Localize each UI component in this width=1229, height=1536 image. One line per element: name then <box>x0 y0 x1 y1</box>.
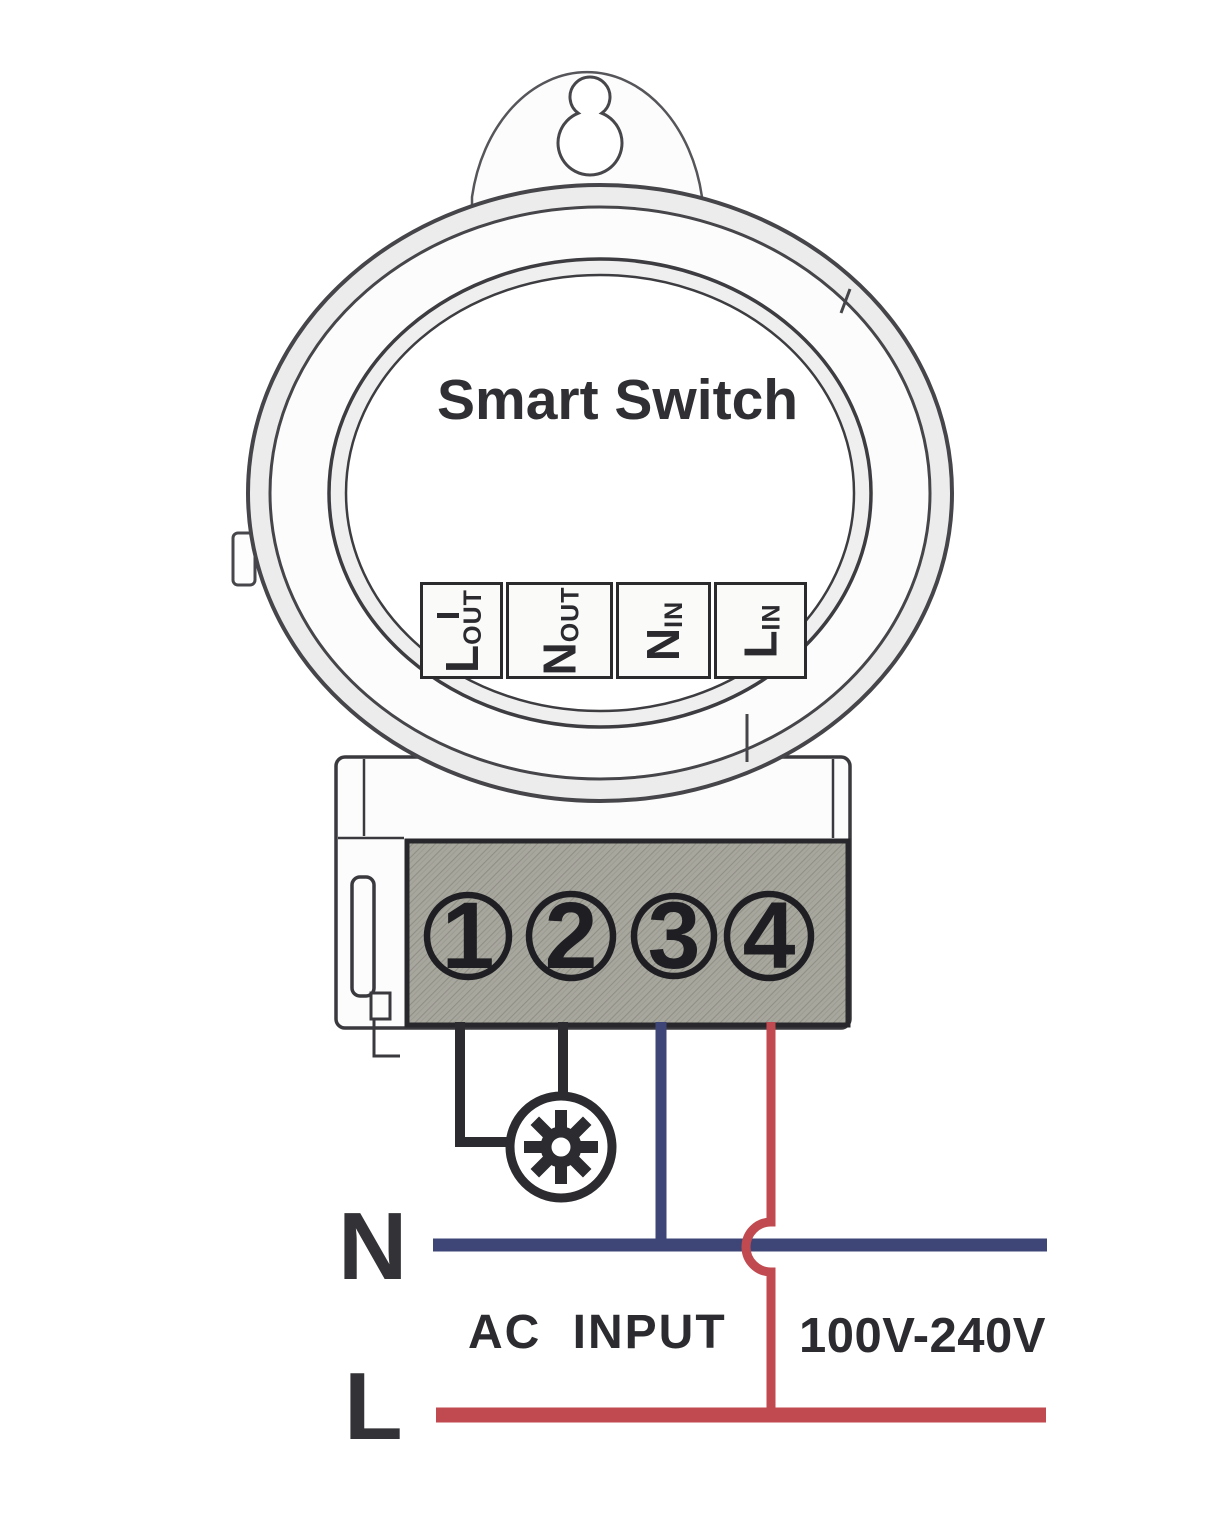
screw-terminal-circle-1 <box>423 891 513 981</box>
base-clip <box>350 875 376 998</box>
terminal-main-letter: L <box>734 629 787 659</box>
screw-terminal-circle-2 <box>525 890 617 982</box>
terminal-overline-mark <box>437 613 459 618</box>
screw-number-4: 4 <box>742 882 796 989</box>
terminal-sub-letters: IN <box>660 600 689 628</box>
screw-number-2: 2 <box>544 882 598 989</box>
lamp-icon <box>505 1091 617 1203</box>
ac-input-label: AC INPUT <box>468 1306 727 1359</box>
terminal-sub-letters: OUT <box>458 588 487 645</box>
voltage-range-label: 100V-240V <box>799 1309 1046 1363</box>
load-wire-1 <box>455 1022 516 1147</box>
screw-number-1: 1 <box>441 882 495 989</box>
terminal-box-nin: NIN <box>616 582 711 679</box>
terminal-main-letter: N <box>533 641 586 676</box>
line-label: L <box>344 1353 403 1460</box>
base-clip-notch <box>369 991 392 1021</box>
terminal-label: NIN <box>637 600 690 661</box>
screw-terminal-circle-3 <box>630 892 718 980</box>
terminal-main-letter: N <box>637 627 690 661</box>
terminal-box-lout: LOUT <box>420 582 503 679</box>
lamp-center-ring <box>540 1126 582 1168</box>
wires <box>433 1022 1047 1423</box>
terminal-label-row: LOUT NOUT NIN LIN <box>420 582 807 679</box>
base-foot <box>372 1019 400 1058</box>
neutral-label: N <box>338 1193 408 1300</box>
terminal-label: LOUT <box>435 588 488 673</box>
terminal-box-lin: LIN <box>714 582 807 679</box>
screw-terminal-circle-4 <box>723 890 815 982</box>
terminal-main-letter: L <box>435 644 488 673</box>
device-body-rings <box>246 183 954 803</box>
terminal-box-nout: NOUT <box>506 582 613 679</box>
terminal-sub-letters: IN <box>757 602 786 630</box>
keyhole-mount-icon <box>470 70 704 216</box>
device-title: Smart Switch <box>437 368 799 432</box>
keyhole-slot <box>556 75 624 177</box>
terminal-sub-letters: OUT <box>556 585 585 642</box>
terminal-label: NOUT <box>533 585 586 676</box>
screw-number-3: 3 <box>647 882 701 989</box>
terminal-label: LIN <box>734 602 787 659</box>
terminal-block-body <box>404 838 851 1028</box>
lamp-rays <box>524 1110 598 1184</box>
line-wire-with-hop <box>741 1022 776 1412</box>
seam-tick-top <box>839 288 852 314</box>
terminal-block <box>404 838 851 1028</box>
